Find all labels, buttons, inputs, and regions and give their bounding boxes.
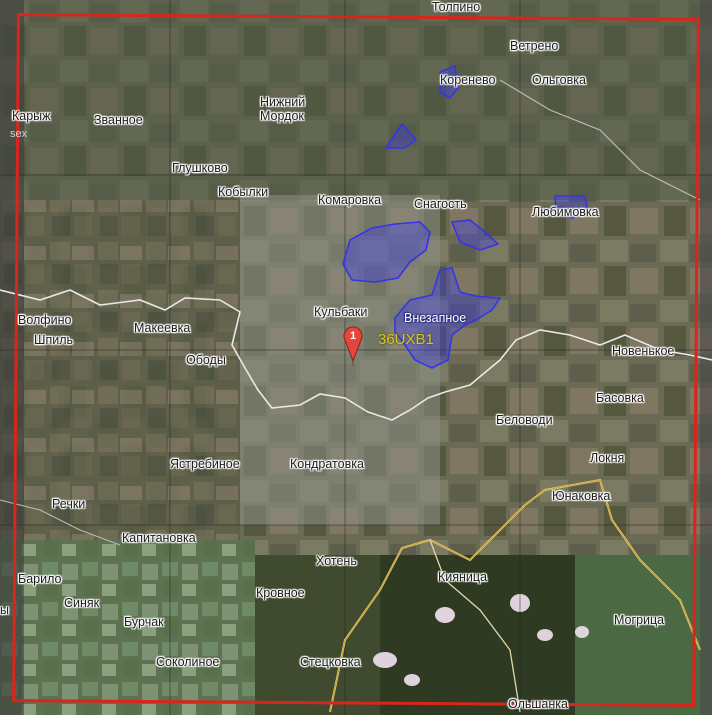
place-burchak: Бурчак: [124, 615, 164, 629]
place-kobylki: Кобылки: [218, 185, 269, 199]
place-kondratovka: Кондратовка: [290, 457, 364, 471]
place-kapitanovka: Капитановка: [122, 531, 196, 545]
place-lyubimovka: Любимовка: [532, 205, 599, 219]
place-basovka: Басовка: [596, 391, 644, 405]
place-rechki: Речки: [52, 497, 86, 511]
tile-frame: [12, 13, 700, 707]
place-glushkovo: Глушково: [172, 161, 228, 175]
place-komarovka: Комаровка: [318, 193, 382, 207]
place-mordok: Мордок: [260, 109, 304, 123]
place-olgovka: Ольговка: [532, 73, 586, 87]
place-zvannoe: Званное: [94, 113, 143, 127]
place-lokhnya: Локня: [590, 451, 625, 465]
place-kulbaki: Кульбаки: [314, 305, 368, 319]
place-nizhniy: Нижний: [260, 95, 306, 109]
place-tolpino: Толпино: [432, 0, 481, 14]
highlighted-areas[interactable]: [342, 64, 589, 369]
place-shpil: Шпиль: [34, 333, 74, 347]
place-snagost: Снагость: [414, 197, 467, 211]
place-karyzh: Карыж: [12, 109, 51, 123]
place-kiyanitsa: Кияница: [438, 570, 488, 584]
map-pin-icon[interactable]: [343, 326, 363, 366]
place-fragment-left-top: sex: [10, 128, 28, 140]
place-olshanka: Ольшанка: [508, 697, 568, 711]
place-obody: Ободы: [186, 353, 226, 367]
place-sokolinoe: Соколиное: [156, 655, 220, 669]
place-novenkoe: Новенькое: [612, 344, 675, 358]
place-yastrebinoe: Ястребиное: [170, 457, 240, 471]
place-stetskovka: Стецковка: [300, 655, 361, 669]
place-yunakovka: Юнаковка: [552, 489, 611, 503]
roads: [0, 79, 701, 713]
place-fragment-left: ы: [0, 603, 9, 617]
tile-label: 36UXB1: [378, 331, 434, 348]
border-line: [0, 289, 712, 421]
place-khoten: Хотень: [316, 554, 357, 568]
place-volfino: Волфино: [18, 313, 72, 327]
place-makeevka: Макеевка: [134, 321, 191, 335]
place-vetreno: Ветрено: [510, 39, 559, 53]
marker-number: 1: [350, 330, 356, 342]
place-krovnoe: Кровное: [256, 586, 305, 600]
place-belovody: Беловоди: [496, 413, 553, 427]
place-mogritsa: Могрица: [614, 613, 665, 627]
place-korenevo: Коренево: [440, 73, 496, 87]
place-barilo: Барило: [18, 572, 62, 586]
place-sinyak: Синяк: [64, 596, 100, 610]
place-vnezapnoe: Внезапное: [404, 311, 467, 325]
